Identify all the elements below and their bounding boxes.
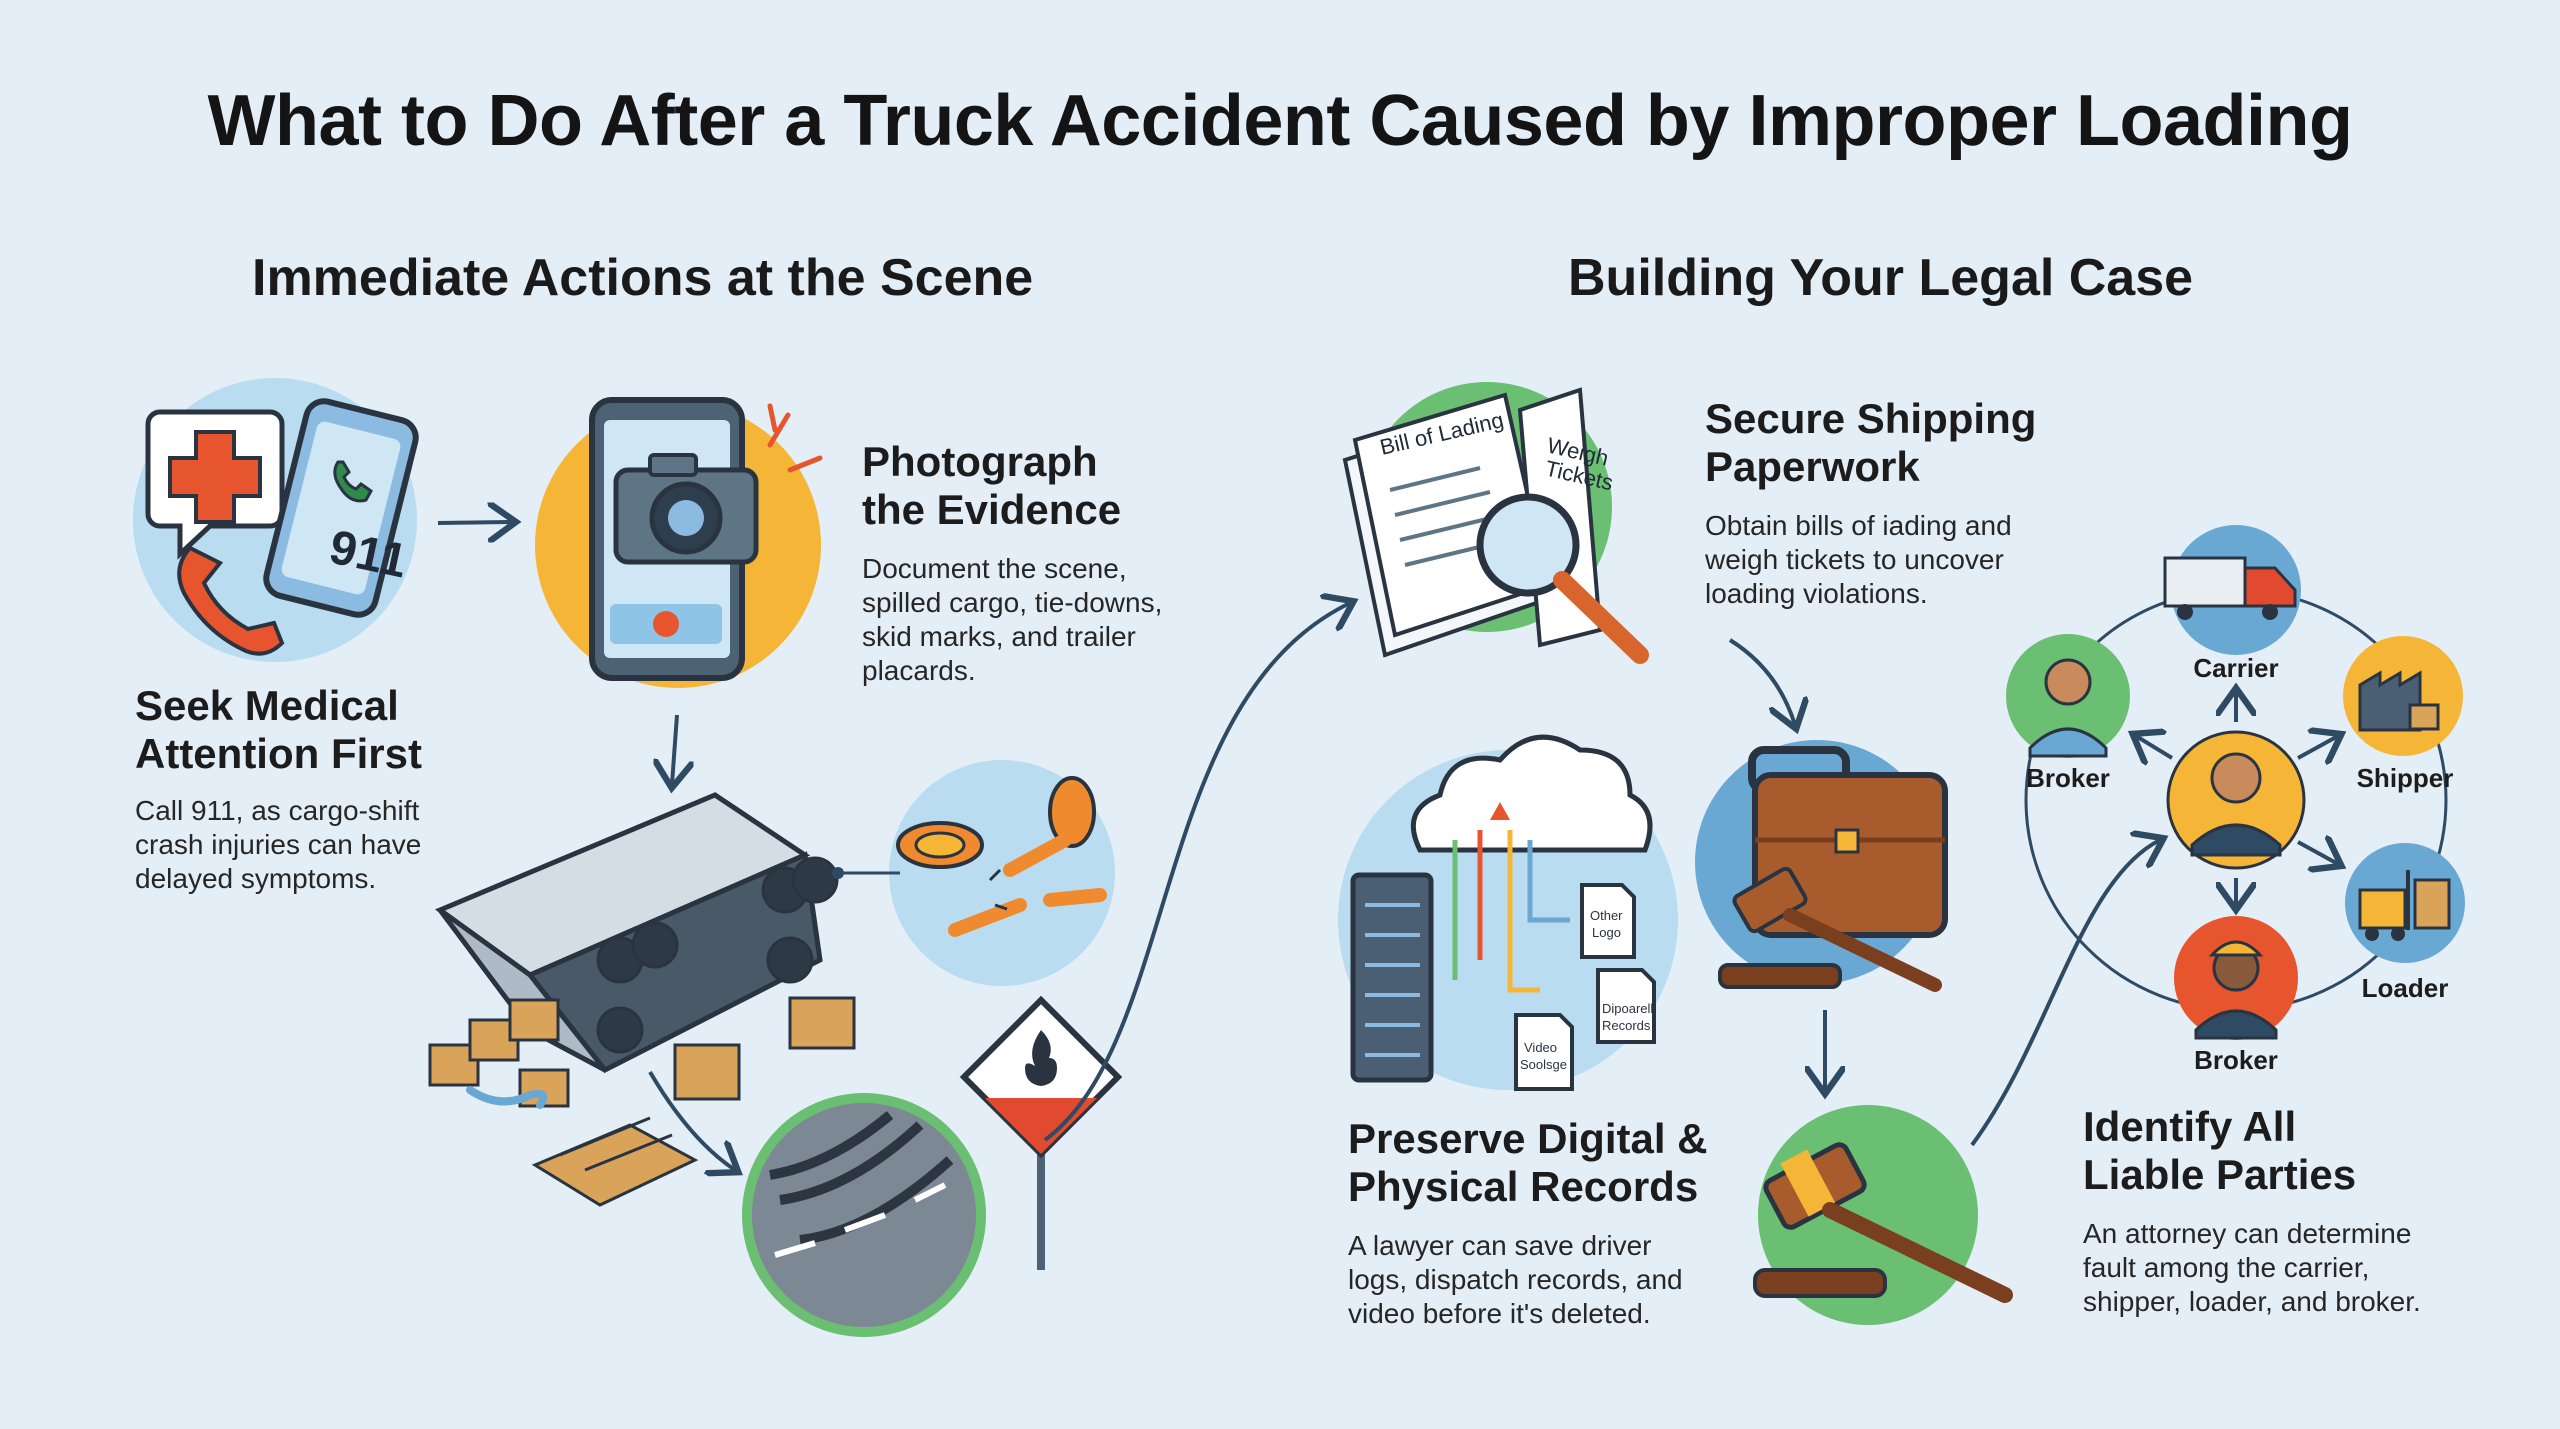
step-photograph-body-line-1: Document the scene, bbox=[862, 553, 1127, 584]
overturned-trailer-icon bbox=[428, 792, 856, 1207]
step-medical-body-line-3: delayed symptoms. bbox=[135, 863, 377, 894]
step-paperwork-title-line-2: Paperwork bbox=[1705, 443, 1920, 490]
step-paperwork-title: Secure Shipping Paperwork bbox=[1705, 395, 2065, 491]
documents-magnifier-icon: Bill of Lading Weigh Tickets bbox=[1342, 382, 1649, 664]
step-liable-body-line-2: fault among the carrier, bbox=[2083, 1252, 2370, 1283]
hazmat-placard-icon bbox=[959, 995, 1123, 1270]
liable-parties-network-icon: Carrier Shipper Loader Broker Broker bbox=[2006, 525, 2465, 1075]
step-photograph: Photograph the Evidence Document the sce… bbox=[862, 438, 1212, 688]
file-dispatch-text-1: Dipoarell bbox=[1602, 1001, 1653, 1016]
step-medical-body-line-2: crash injuries can have bbox=[135, 829, 422, 860]
step-paperwork: Secure Shipping Paperwork Obtain bills o… bbox=[1705, 395, 2065, 611]
step-medical-title-line-2: Attention First bbox=[135, 730, 422, 777]
gavel-icon bbox=[1753, 1105, 2013, 1325]
file-dispatch-text-2: Records bbox=[1602, 1018, 1651, 1033]
step-liable-body-line-1: An attorney can determine bbox=[2083, 1218, 2412, 1249]
step-photograph-title: Photograph the Evidence bbox=[862, 438, 1212, 534]
step-records-body-line-3: video before it's deleted. bbox=[1348, 1298, 1651, 1329]
step-liable-title-line-2: Liable Parties bbox=[2083, 1151, 2357, 1198]
broker-left-person-icon bbox=[2006, 634, 2130, 758]
step-liable-body-line-3: shipper, loader, and broker. bbox=[2083, 1286, 2421, 1317]
camera-phone-icon bbox=[535, 397, 823, 688]
step-liable-body: An attorney can determine fault among th… bbox=[2083, 1217, 2483, 1319]
skid-marks-icon bbox=[742, 1093, 986, 1337]
step-liable-title: Identify All Liable Parties bbox=[2083, 1103, 2483, 1199]
medical-911-icon: 911 bbox=[133, 378, 419, 662]
loader-forklift-icon bbox=[2345, 843, 2465, 963]
shipper-factory-icon bbox=[2343, 636, 2463, 756]
center-attorney-icon bbox=[2166, 730, 2306, 870]
step-photograph-body-line-4: placards. bbox=[862, 655, 976, 686]
spilled-boxes-icon bbox=[428, 996, 856, 1108]
step-records-title-line-1: Preserve Digital & bbox=[1348, 1115, 1708, 1162]
medical-cross-icon bbox=[145, 409, 285, 560]
phone-911-icon: 911 bbox=[263, 398, 419, 618]
arrow-gavel-to-network bbox=[1970, 840, 2160, 1147]
party-broker-left-label: Broker bbox=[2026, 763, 2110, 793]
step-records-title: Preserve Digital & Physical Records bbox=[1348, 1115, 1768, 1211]
file-other-text-2: Logo bbox=[1592, 925, 1621, 940]
briefcase-gavel-icon bbox=[1695, 740, 1948, 992]
step-photograph-title-line-1: Photograph bbox=[862, 438, 1098, 485]
step-photograph-body-line-3: skid marks, and trailer bbox=[862, 621, 1136, 652]
step-photograph-body-line-2: spilled cargo, tie-downs, bbox=[862, 587, 1163, 618]
section-heading-left: Immediate Actions at the Scene bbox=[252, 249, 1034, 307]
step-medical-body: Call 911, as cargo-shift crash injuries … bbox=[135, 794, 465, 896]
step-records-title-line-2: Physical Records bbox=[1348, 1163, 1699, 1210]
arrow-medical-to-photo bbox=[437, 522, 512, 523]
file-video-text-1: Video bbox=[1524, 1040, 1557, 1055]
party-broker-bottom-label: Broker bbox=[2194, 1045, 2278, 1075]
cloud-server-icon: Other Logo Dipoarell Records Video Sools… bbox=[1338, 734, 1678, 1091]
arrow-trailer-to-skid bbox=[648, 1070, 735, 1170]
step-paperwork-body: Obtain bills of iading and weigh tickets… bbox=[1705, 509, 2065, 611]
step-paperwork-body-line-3: loading violations. bbox=[1705, 578, 1928, 609]
broker-bottom-worker-icon bbox=[2174, 916, 2298, 1040]
arrow-left-to-right-section bbox=[1043, 603, 1350, 1142]
pallet-icon bbox=[531, 1116, 699, 1207]
party-carrier-label: Carrier bbox=[2193, 653, 2278, 683]
step-photograph-title-line-2: the Evidence bbox=[862, 486, 1122, 533]
step-paperwork-body-line-1: Obtain bills of iading and bbox=[1705, 510, 2012, 541]
page-title: What to Do After a Truck Accident Caused… bbox=[207, 81, 2353, 161]
step-liable: Identify All Liable Parties An attorney … bbox=[2083, 1103, 2483, 1319]
step-medical-body-line-1: Call 911, as cargo-shift bbox=[135, 795, 420, 826]
step-records-body-line-1: A lawyer can save driver bbox=[1348, 1230, 1652, 1261]
step-medical-title: Seek Medical Attention First bbox=[135, 682, 465, 778]
step-liable-title-line-1: Identify All bbox=[2083, 1103, 2297, 1150]
step-records-body: A lawyer can save driver logs, dispatch … bbox=[1348, 1229, 1768, 1331]
step-records-body-line-2: logs, dispatch records, and bbox=[1348, 1264, 1683, 1295]
broken-strap-icon bbox=[832, 760, 1115, 986]
arrow-photo-down bbox=[672, 714, 677, 784]
arrow-paperwork-to-briefcase bbox=[1728, 638, 1795, 725]
step-paperwork-title-line-1: Secure Shipping bbox=[1705, 395, 2037, 442]
step-records: Preserve Digital & Physical Records A la… bbox=[1348, 1115, 1768, 1331]
step-medical-title-line-1: Seek Medical bbox=[135, 682, 399, 729]
handset-icon bbox=[177, 545, 285, 656]
step-photograph-body: Document the scene, spilled cargo, tie-d… bbox=[862, 552, 1212, 688]
step-medical: Seek Medical Attention First Call 911, a… bbox=[135, 682, 465, 896]
section-heading-right: Building Your Legal Case bbox=[1568, 249, 2194, 307]
party-loader-label: Loader bbox=[2362, 973, 2449, 1003]
file-other-text-1: Other bbox=[1590, 908, 1623, 923]
party-shipper-label: Shipper bbox=[2357, 763, 2454, 793]
carrier-truck-icon bbox=[2163, 525, 2301, 655]
file-video-text-2: Soolsge bbox=[1520, 1057, 1567, 1072]
step-paperwork-body-line-2: weigh tickets to uncover bbox=[1705, 544, 2004, 575]
